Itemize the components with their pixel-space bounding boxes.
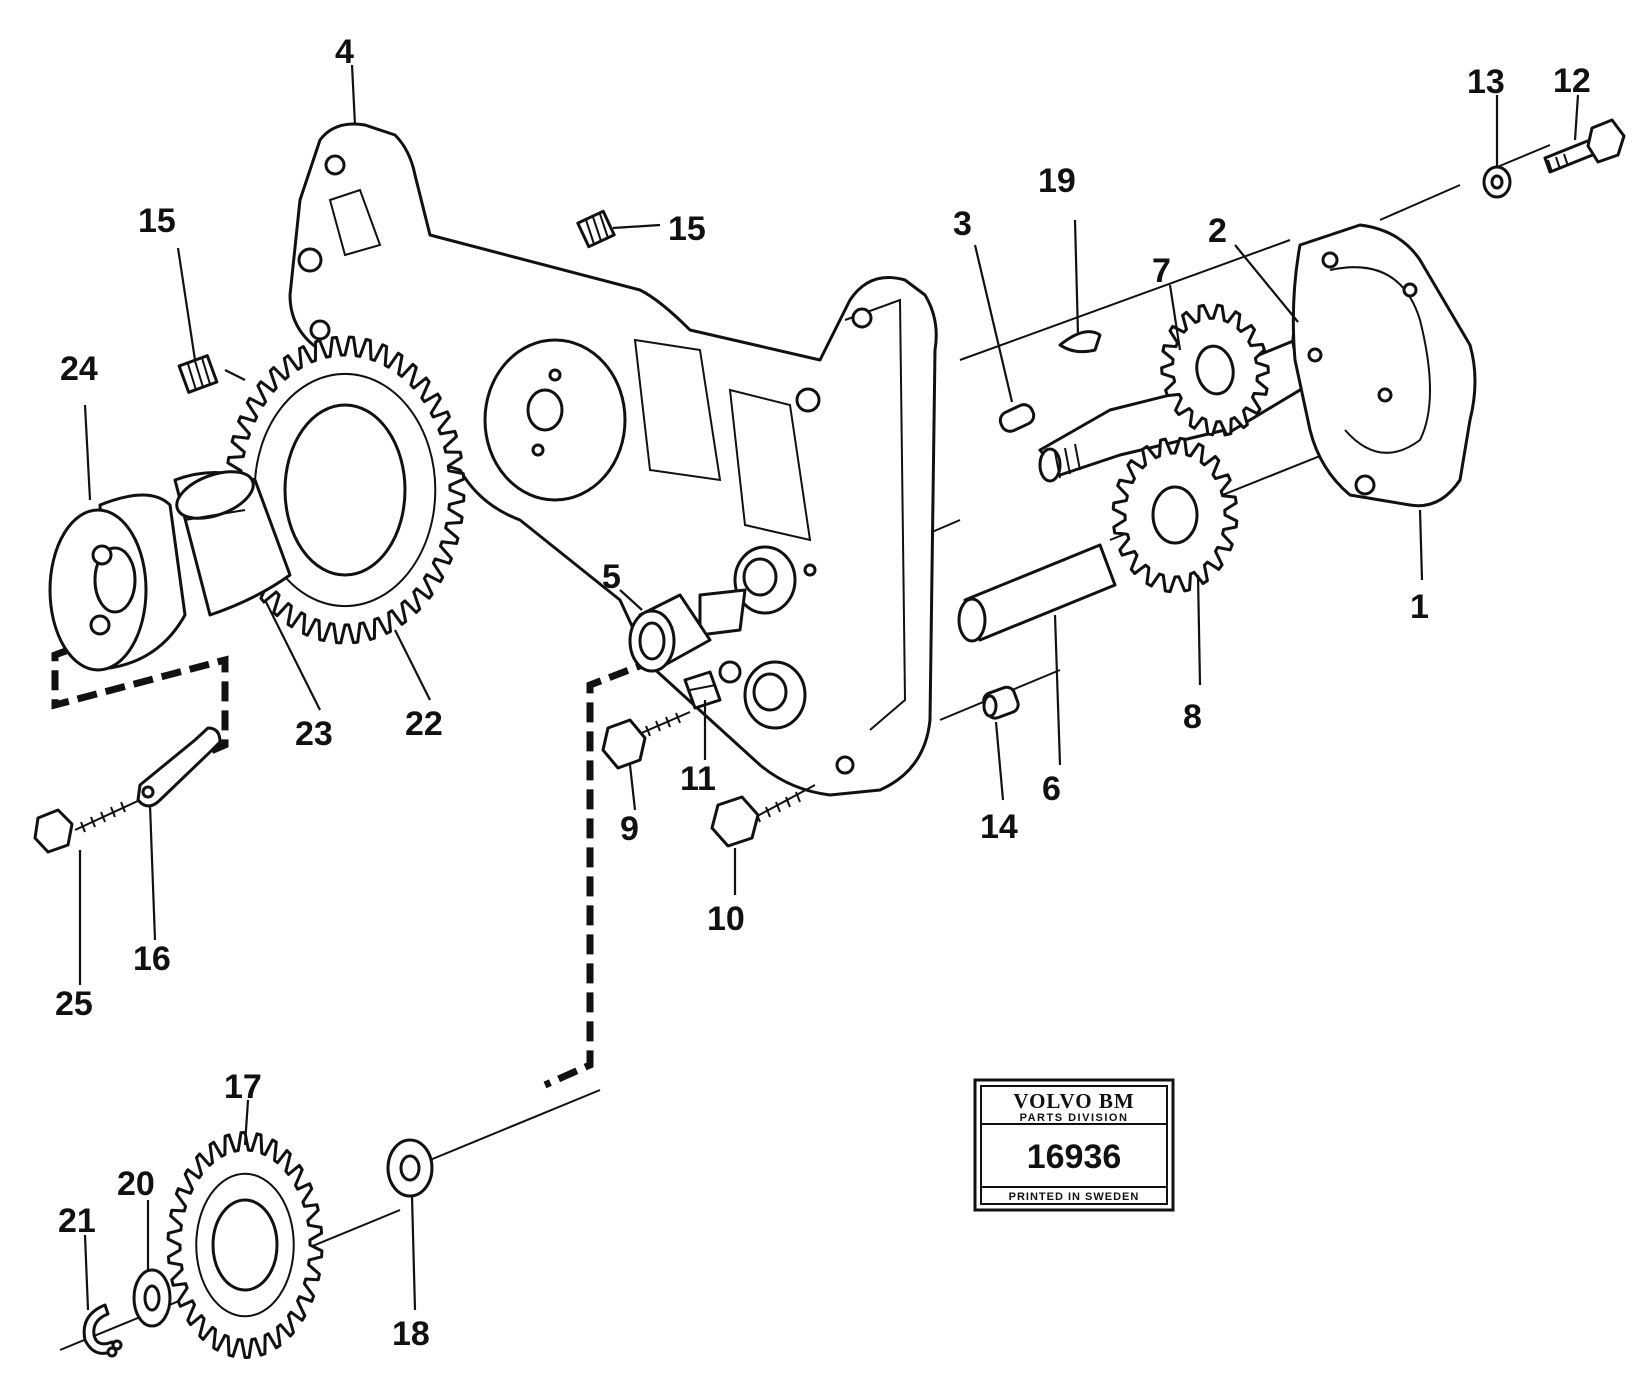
part-11-clip: [683, 670, 722, 710]
volvo-bm-stamp: VOLVO BM PARTS DIVISION 16936 PRINTED IN…: [973, 1078, 1175, 1212]
part-23-bushing: [173, 470, 292, 617]
part-24-hub-cover: [48, 493, 187, 672]
part-18-washer: [386, 1138, 434, 1198]
part-6-shaft: [957, 543, 1117, 643]
part-20-washer: [132, 1268, 172, 1328]
part-21-circlip: [82, 1303, 123, 1358]
part-13-washer: [1482, 165, 1512, 199]
callout-13: 13: [1467, 63, 1505, 101]
part-15-set-screw-top: [576, 209, 616, 249]
part-10-bolt: [710, 784, 816, 848]
leader-lines: [78, 64, 1580, 1311]
callout-8: 8: [1183, 698, 1202, 736]
callout-20: 20: [117, 1165, 155, 1203]
part-14-sleeve: [982, 685, 1020, 720]
callout-15-left: 15: [138, 202, 176, 240]
stamp-division: PARTS DIVISION: [1020, 1112, 1129, 1124]
part-25-bolt: [33, 799, 141, 854]
callout-2: 2: [1208, 212, 1227, 250]
callout-6: 6: [1042, 770, 1061, 808]
callout-24: 24: [60, 350, 98, 388]
callout-7: 7: [1152, 252, 1171, 290]
stamp-footer: PRINTED IN SWEDEN: [1009, 1191, 1140, 1203]
part-22-large-gear: [224, 335, 466, 645]
callout-4: 4: [335, 33, 354, 71]
stamp-brand: VOLVO BM: [1013, 1089, 1134, 1113]
dashed-connectors: [51, 636, 657, 1089]
part-3-dowel-pin: [998, 403, 1036, 433]
callout-23: 23: [295, 715, 333, 753]
callout-12: 12: [1553, 62, 1591, 100]
callout-11: 11: [680, 760, 716, 798]
callout-21: 21: [58, 1202, 96, 1240]
callout-10: 10: [707, 900, 745, 938]
callout-22: 22: [405, 705, 443, 743]
part-9-bolt: [601, 711, 691, 770]
callout-labels: 1 2 3 4 5 6 7 8 9 10 11 12 13 14 15 15 1…: [55, 33, 1591, 1353]
part-17-gear: [166, 1131, 324, 1359]
callout-15-top: 15: [668, 210, 706, 248]
callout-17: 17: [224, 1068, 262, 1106]
callout-19: 19: [1038, 162, 1076, 200]
part-4-bracket-housing: [288, 122, 938, 797]
callout-18: 18: [392, 1315, 430, 1353]
part-5-bushing: [628, 593, 712, 673]
callout-3: 3: [953, 205, 972, 243]
callout-14: 14: [980, 808, 1018, 846]
part-7-gear: [1160, 303, 1270, 437]
callout-25: 25: [55, 985, 93, 1023]
part-15-set-screw-left: [177, 354, 219, 394]
part-8-idler-gear: [1111, 436, 1239, 594]
callout-16: 16: [133, 940, 171, 978]
callout-5: 5: [602, 558, 621, 596]
part-1-cover-plate: [1291, 223, 1477, 508]
stamp-number: 16936: [1027, 1138, 1122, 1176]
part-12-bolt: [1543, 118, 1626, 174]
part-19-key: [1058, 330, 1102, 354]
part-16-lock-plate: [136, 726, 222, 808]
callout-1: 1: [1410, 588, 1429, 626]
callout-9: 9: [620, 810, 639, 848]
